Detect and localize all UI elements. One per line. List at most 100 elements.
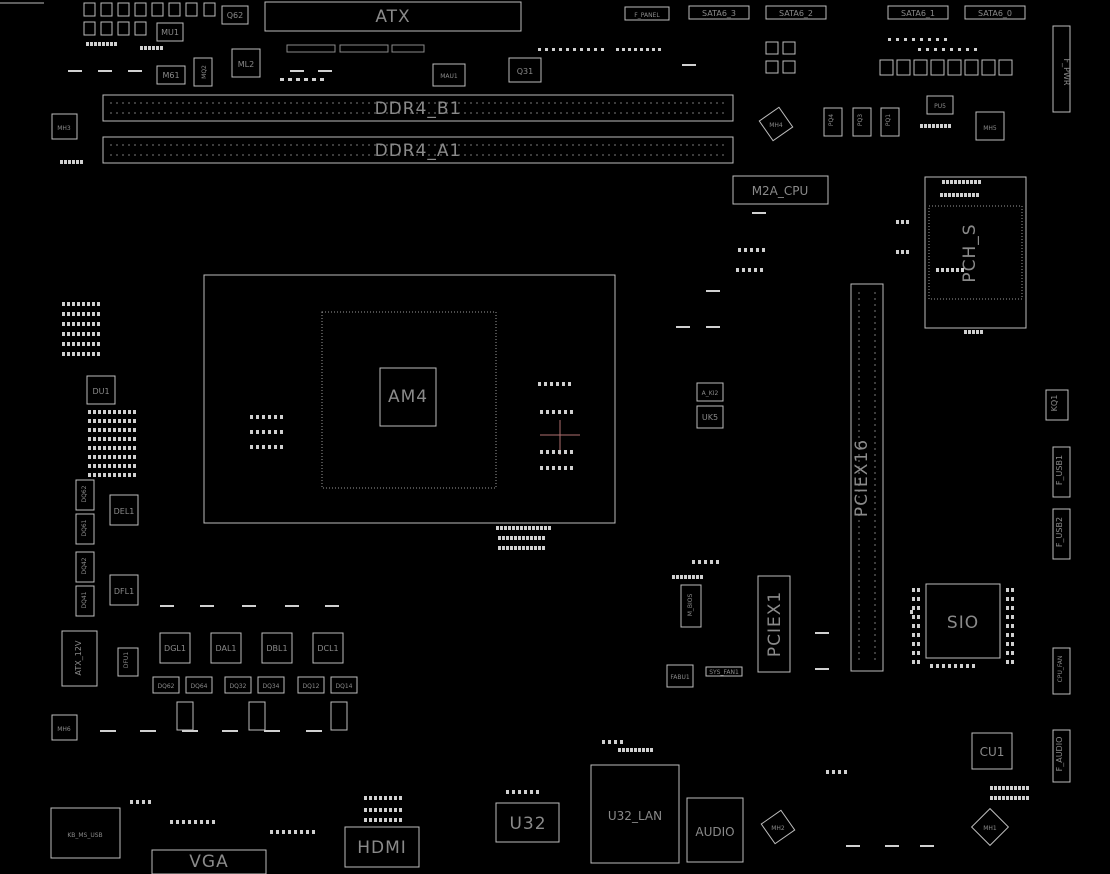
smd-pad [570, 466, 573, 470]
sata-1-port[interactable]: SATA6_1 [887, 5, 949, 20]
smd-pad [76, 160, 79, 164]
smd-pad [97, 352, 100, 356]
smd-pad [932, 124, 935, 128]
smd-pad [658, 48, 661, 51]
smd-pad [614, 740, 617, 744]
smd-pad [540, 526, 543, 530]
am4-cpu-socket[interactable]: AM4 [203, 274, 616, 524]
kb-ms-usb-port[interactable]: KB_MS_USB [50, 807, 121, 859]
cpu-fan-header[interactable]: CPU_FAN [1052, 647, 1071, 695]
smd-pad [1006, 786, 1009, 790]
m-bios-chip: M_BIOS [680, 584, 702, 628]
mu1-label: MU1 [161, 28, 179, 37]
pciex16-slot[interactable]: PCIEX16 [850, 283, 884, 672]
smd-pad [82, 332, 85, 336]
f-audio-header[interactable]: F_AUDIO [1052, 729, 1071, 783]
smd-pad [88, 446, 91, 450]
smd-pad [100, 730, 116, 732]
smd-pad [910, 610, 913, 614]
smd-pad [752, 212, 766, 214]
sata-2-port[interactable]: SATA6_2 [765, 5, 827, 20]
u32-usb-port[interactable]: U32 [495, 802, 560, 843]
smd-pad [944, 124, 947, 128]
smd-pad [954, 664, 957, 668]
sys-fan1-header[interactable]: SYS_FAN1 [705, 666, 743, 677]
smd-pad [1010, 786, 1013, 790]
sata-3-port[interactable]: SATA6_3 [688, 5, 750, 20]
ddr4-b1-slot[interactable]: DDR4_B1 [102, 94, 734, 122]
smd-pad [1022, 786, 1025, 790]
smd-pad [496, 526, 499, 530]
smd-pad [325, 605, 339, 607]
pch-chip: PCH_S [924, 176, 1027, 329]
smd-pad [194, 820, 197, 824]
smd-pad [72, 332, 75, 336]
smd-pad [98, 446, 101, 450]
smd-pad [518, 546, 521, 550]
smd-pad [160, 46, 163, 50]
audio-jack[interactable]: AUDIO [686, 797, 744, 863]
sata-0-port[interactable]: SATA6_0 [964, 5, 1026, 20]
atx-12v-connector[interactable]: ATX_12V [61, 630, 98, 687]
mh4-label: MH4 [769, 122, 783, 129]
smd-pad [980, 330, 983, 334]
smd-pad [97, 342, 100, 346]
hdmi-port[interactable]: HDMI [344, 826, 420, 868]
mau1-chip: MAU1 [432, 63, 466, 87]
m61-chip: M61 [156, 65, 186, 85]
smd-pad [369, 818, 372, 822]
smd-pad [1011, 606, 1014, 610]
smd-pad [958, 48, 961, 51]
smd-pad [558, 410, 561, 414]
smd-pad [974, 48, 977, 51]
smd-pad [88, 428, 91, 432]
smd-pad [1002, 796, 1005, 800]
smd-pad [300, 830, 303, 834]
smd-pad [80, 160, 83, 164]
smd-pad [1011, 597, 1014, 601]
smd-pad [250, 445, 253, 449]
smd-pad [844, 770, 847, 774]
smd-pad [88, 410, 91, 414]
smd-pad [716, 560, 719, 564]
smd-pad [972, 664, 975, 668]
smd-pad [108, 473, 111, 477]
smd-pad [754, 268, 757, 272]
smd-pad [994, 786, 997, 790]
smd-pad [312, 830, 315, 834]
smd-pad [123, 464, 126, 468]
smd-pad [148, 800, 151, 804]
atx-connector[interactable]: ATX [264, 1, 522, 32]
smd-pad [103, 419, 106, 423]
f-panel-header[interactable]: F_PANEL [624, 6, 670, 21]
f-usb2-header[interactable]: F_USB2 [1052, 508, 1071, 560]
smd-pad [394, 808, 397, 812]
smd-pad [114, 42, 117, 46]
del1-inductor: DEL1 [109, 494, 139, 526]
smd-pad [618, 748, 621, 752]
smd-pad [710, 560, 713, 564]
smd-pad [62, 312, 65, 316]
smd-pad [534, 546, 537, 550]
ddr4-a1-slot[interactable]: DDR4_A1 [102, 136, 734, 164]
pciex1-slot[interactable]: PCIEX1 [757, 575, 791, 673]
smd-pad [520, 526, 523, 530]
dq41-label: DQ41 [81, 591, 88, 608]
u32-lan-port[interactable]: U32_LAN [590, 764, 680, 864]
smd-pad [200, 820, 203, 824]
vga-port[interactable]: VGA [151, 849, 267, 874]
smd-pad [242, 605, 256, 607]
smd-pad [966, 48, 969, 51]
vrm-inductor-row: DGL1 DAL1 DBL1 DCL1 [159, 632, 344, 664]
f-usb1-header[interactable]: F_USB1 [1052, 446, 1071, 498]
smd-pad [306, 730, 322, 732]
smd-pad [389, 808, 392, 812]
f-pwr-header[interactable]: F_PWR [1052, 25, 1071, 113]
smd-pad [510, 546, 513, 550]
smd-pad [103, 446, 106, 450]
smd-pad [256, 430, 259, 434]
smd-pad [93, 446, 96, 450]
smd-pad [93, 464, 96, 468]
smd-pad [530, 790, 533, 794]
m2a-cpu-slot[interactable]: M2A_CPU [732, 175, 829, 205]
